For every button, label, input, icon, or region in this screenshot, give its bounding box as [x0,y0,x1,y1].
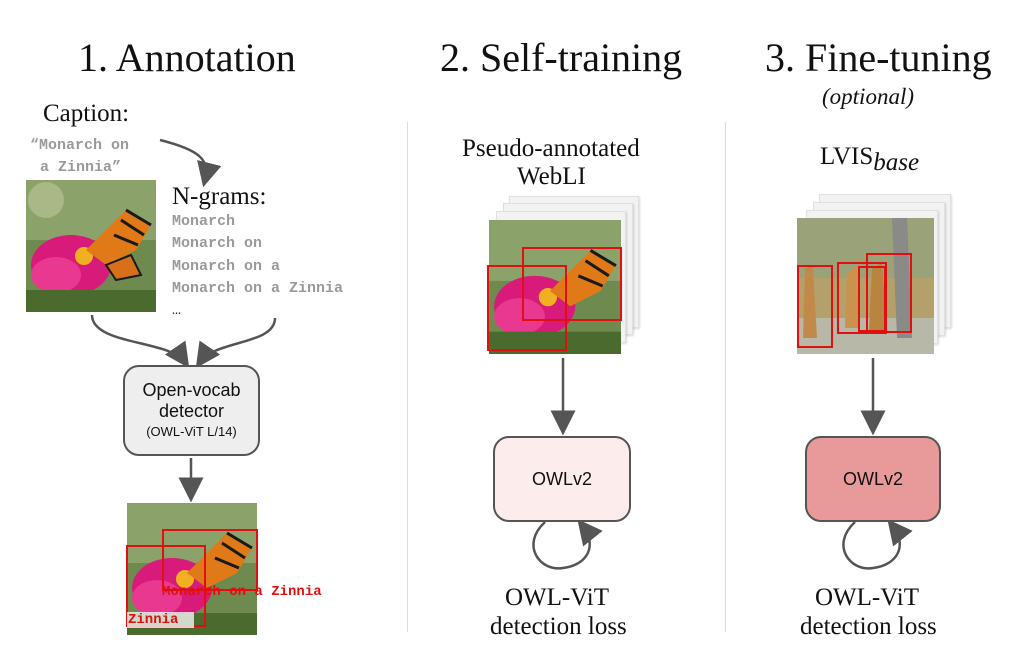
owlv2-node-self-training: OWLv2 [493,436,631,522]
result-label-zinnia: Zinnia [127,612,195,628]
lvis-label-subscript: base [873,149,920,176]
lvis-label-main: LVIS [820,143,874,170]
detector-line-2: detector [158,400,225,421]
fine-tuning-title: 3. Fine-tuning [765,35,992,80]
self-training-loss-line-2: detection loss [490,613,627,640]
webli-box-flower [487,265,567,351]
self-training-loss-line-1: OWL-ViT [505,584,610,611]
caption-label: Caption: [43,100,130,127]
detector-subtitle: (OWL-ViT L/14) [146,423,237,439]
self-training-title: 2. Self-training [440,35,683,80]
ngram-1: Monarch [172,213,236,230]
detector-line-1: Open-vocab [142,379,241,400]
ngrams-label: N-grams: [172,183,267,210]
lvis-box-giraffe-2 [837,262,887,334]
caption-line-1: “Monarch on [30,137,130,154]
fine-tuning-loss-line-2: detection loss [800,613,937,640]
webli-box-butterfly [522,247,622,321]
butterfly-illustration [26,180,156,312]
caption-to-ngrams-arrow [159,138,222,188]
divider-right [725,122,726,632]
fine-tuning-loss-line-1: OWL-ViT [815,584,920,611]
open-vocab-detector-node: Open-vocab detector (OWL-ViT L/14) [123,365,260,456]
ngram-3: Monarch on a [172,258,281,275]
ngram-4: Monarch on a Zinnia [172,280,344,297]
webli-line-2: WebLI [517,163,586,190]
ngram-2: Monarch on [172,235,263,252]
ngram-ellipsis: … [172,302,182,319]
lvis-box-giraffe-4 [866,253,912,333]
result-label-monarch: Monarch on a Zinnia [162,584,322,600]
lvis-label: LVISbase [820,143,919,177]
divider-left [407,122,408,632]
lvis-box-giraffe-1 [797,265,833,348]
webli-line-1: Pseudo-annotated [462,135,640,162]
self-training-loop-arrow [532,519,603,570]
butterfly-photo [26,180,156,312]
owlv2-node-fine-tuning: OWLv2 [805,436,941,522]
image-to-detector-arrow [90,314,190,369]
fine-tuning-loop-arrow [842,519,913,570]
result-box-monarch [162,529,258,591]
ngrams-to-detector-arrow [195,317,277,369]
annotation-title: 1. Annotation [78,35,296,80]
caption-line-2: a Zinnia” [40,159,122,176]
fine-tuning-subtitle: (optional) [822,84,914,109]
